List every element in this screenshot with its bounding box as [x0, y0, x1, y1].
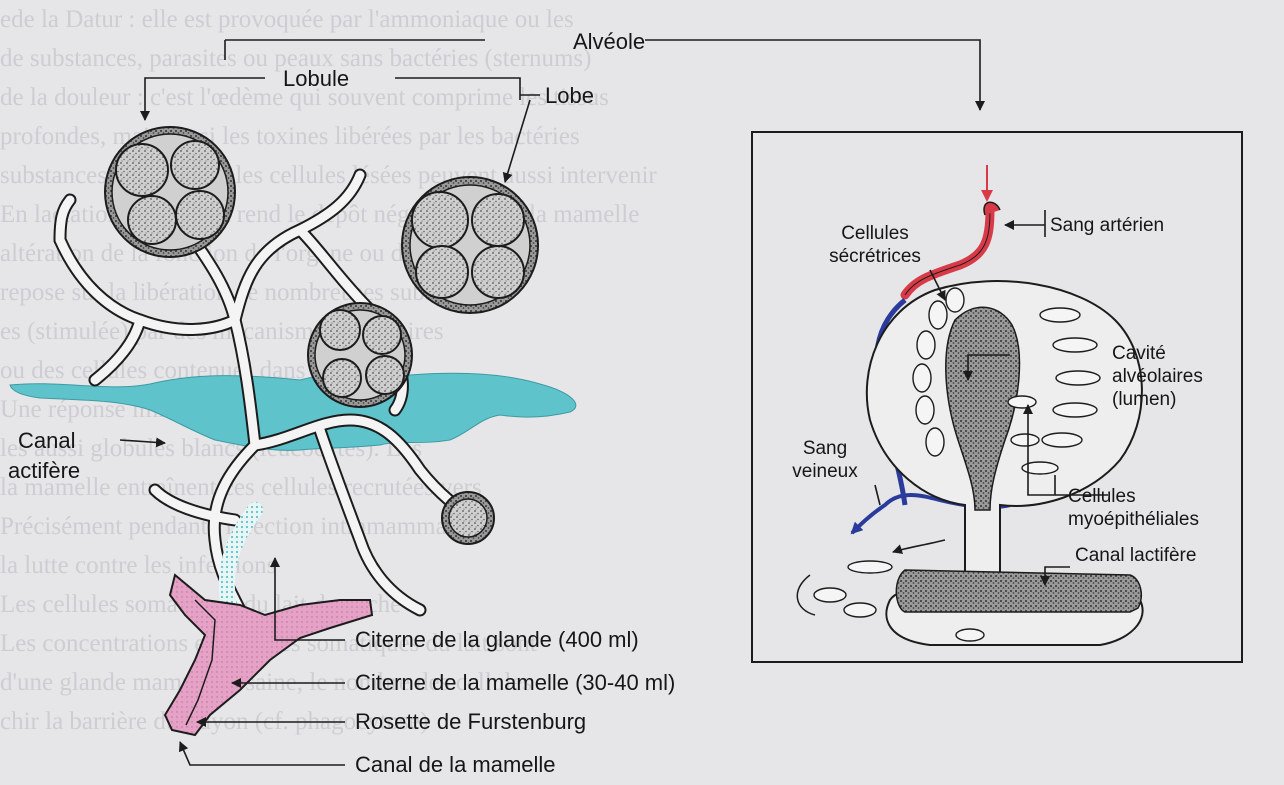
label-citerne-glande: Citerne de la glande (400 ml) [355, 627, 639, 653]
label-rosette: Rosette de Furstenburg [355, 709, 586, 735]
label-cellules-secretrices: Cellules sécrétrices [820, 222, 930, 268]
label-cavite-alveolaires: Cavité alvéolaires (lumen) [1112, 342, 1203, 411]
label-cellules-myo-line1: Cellules [1068, 485, 1199, 508]
label-canal-lactifere-left-2: actifère [8, 458, 80, 484]
gland-cistern [165, 575, 372, 735]
lobule-cluster-top-left [105, 127, 235, 257]
label-cellules-myoepitheliales: Cellules myoépithéliales [1068, 485, 1199, 531]
label-canal-lactifere-right: Canal lactifère [1075, 544, 1196, 567]
label-cavite-line3: (lumen) [1112, 388, 1203, 411]
label-sang-veineux-line1: Sang [785, 437, 865, 460]
label-citerne-mamelle: Citerne de la mamelle (30-40 ml) [355, 670, 675, 696]
alveole-small-bottom [442, 492, 494, 544]
label-cellules-myo-line2: myoépithéliales [1068, 508, 1199, 531]
label-sang-veineux-line2: veineux [785, 460, 865, 483]
lobule-cluster-middle [308, 303, 412, 407]
label-sang-arteriel: Sang artérien [1050, 214, 1164, 237]
label-cellules-secretrices-line1: Cellules [820, 222, 930, 245]
label-cellules-secretrices-line2: sécrétrices [820, 245, 930, 268]
label-lobe: Lobe [545, 83, 594, 109]
label-sang-veineux: Sang veineux [785, 437, 865, 483]
label-alveole: Alvéole [573, 29, 645, 55]
label-cavite-line1: Cavité [1112, 342, 1203, 365]
label-lobule: Lobule [283, 66, 349, 92]
label-cavite-line2: alvéolaires [1112, 365, 1203, 388]
lobule-cluster-top-right [402, 177, 538, 313]
label-canal-mamelle: Canal de la mamelle [355, 752, 556, 778]
lactiferous-duct-right [896, 570, 1141, 612]
label-canal-lactifere-left-1: Canal [18, 428, 75, 454]
